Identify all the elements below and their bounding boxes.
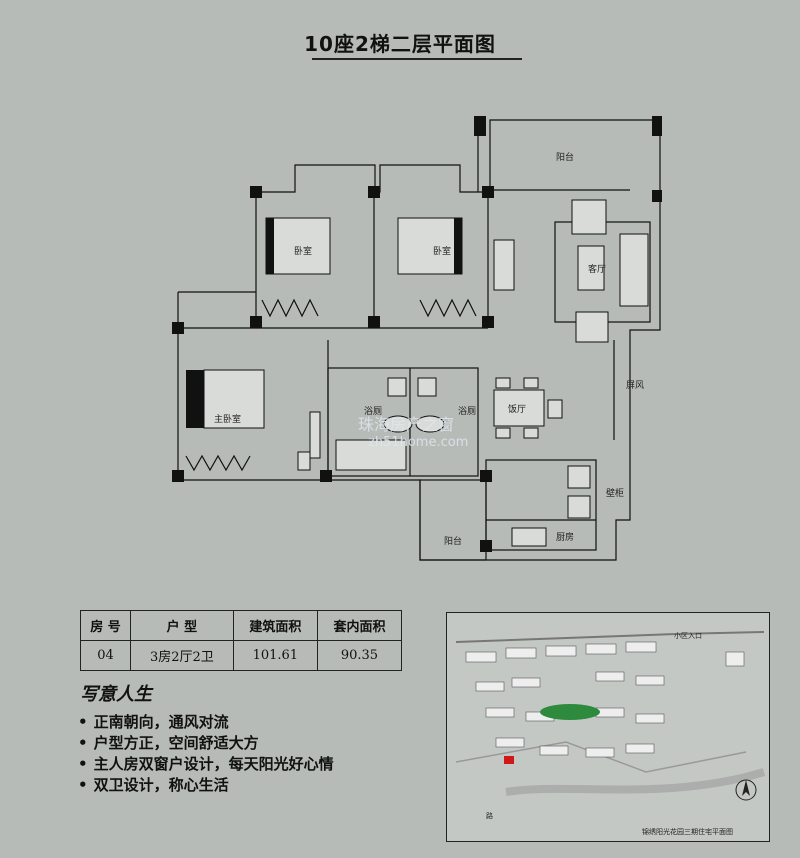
table-header: 房 号 [80, 610, 131, 641]
room-label-bath-1: 浴厕 [364, 406, 382, 417]
site-plan: 小区入口 路 锦绣阳光花园三期住宅平面图 [446, 612, 770, 842]
table-header-row: 房 号 户 型 建筑面积 套内面积 [80, 610, 403, 641]
room-label-bedroom-1: 卧室 [294, 245, 312, 257]
list-item: 正南朝向，通风对流 [78, 712, 334, 733]
table-header: 建筑面积 [232, 610, 318, 641]
room-label-master: 主卧室 [214, 413, 241, 425]
table-cell: 101.61 [232, 640, 318, 671]
room-label-screen: 屏风 [626, 380, 644, 391]
table-cell: 90.35 [316, 640, 403, 671]
slogan: 写意人生 [80, 684, 152, 705]
table-header: 户 型 [130, 610, 234, 641]
watermark-line-2: zh51home.com [368, 435, 468, 450]
room-label-balcony-top: 阳台 [556, 151, 574, 163]
list-item: 主人房双窗户设计，每天阳光好心情 [78, 754, 334, 775]
list-item: 户型方正，空间舒适大方 [78, 733, 334, 754]
list-item: 双卫设计，称心生活 [78, 775, 334, 796]
site-road-label: 路 [486, 811, 493, 820]
floor-plan: 阳台 卧室 卧室 客厅 主卧室 浴厕 浴厕 饭厅 屏风 厨房 阳台 壁柜 珠海房… [172, 116, 662, 561]
room-label-storage: 壁柜 [606, 487, 624, 499]
unit-info-table: 房 号 户 型 建筑面积 套内面积 04 3房2厅2卫 101.61 90.35 [80, 610, 403, 671]
site-entrance-label: 小区入口 [674, 631, 702, 640]
watermark-line-1: 珠海房产之窗 [358, 415, 454, 434]
table-header: 套内面积 [316, 610, 403, 641]
site-plan-caption: 锦绣阳光花园三期住宅平面图 [642, 827, 733, 836]
room-label-bedroom-2: 卧室 [433, 245, 451, 257]
feature-list: 正南朝向，通风对流 户型方正，空间舒适大方 主人房双窗户设计，每天阳光好心情 双… [78, 712, 334, 796]
room-label-bath-2: 浴厕 [458, 406, 476, 417]
table-row: 04 3房2厅2卫 101.61 90.35 [80, 640, 403, 671]
table-cell: 04 [80, 640, 131, 671]
room-label-dining: 饭厅 [508, 403, 526, 415]
room-label-living: 客厅 [588, 263, 606, 275]
room-label-balcony-bottom: 阳台 [444, 535, 462, 547]
page-title: 10座2梯二层平面图 [304, 32, 496, 56]
title-underline [312, 58, 522, 60]
room-label-kitchen: 厨房 [556, 531, 574, 543]
table-cell: 3房2厅2卫 [130, 640, 234, 671]
